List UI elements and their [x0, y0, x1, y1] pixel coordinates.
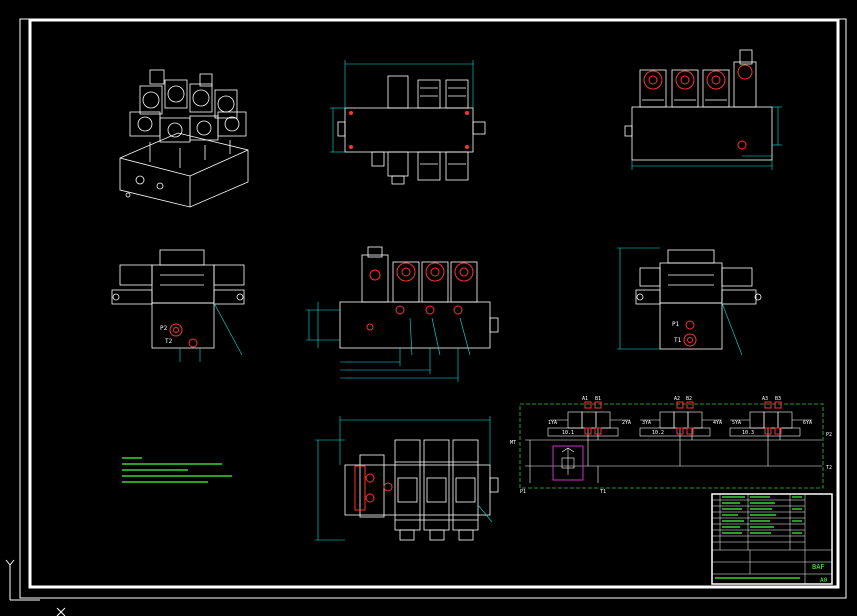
front-left-port-t: T2: [165, 338, 173, 345]
front-left-port-p: P2: [160, 325, 168, 332]
front-left-view: P2 T2: [111, 249, 245, 362]
schematic-coil-3: 3YA: [642, 420, 651, 426]
schematic-port-p1: P1: [520, 489, 526, 495]
front-center-manifold: [339, 301, 491, 349]
schematic-port-mt: MT: [510, 440, 516, 446]
schematic-port-b1: B1: [595, 396, 601, 402]
side-view-manifold: [631, 106, 773, 161]
schematic-port-b2: B2: [686, 396, 692, 402]
schematic-coil-5: 5YA: [732, 420, 741, 426]
schematic-section-3: 10.3: [742, 430, 754, 436]
drawing-frame: [19, 18, 847, 599]
schematic-section-1: 10.1: [562, 430, 574, 436]
schematic-port-a3: A3: [762, 396, 768, 402]
isometric-view: [119, 69, 249, 208]
hydraulic-schematic: 10.1 10.2 10.3 1YA 2YA 3YA 4YA 5YA 6YA A…: [510, 396, 832, 495]
top-view-manifold: [344, 107, 474, 153]
title-block-sheet-size: A0: [820, 577, 828, 584]
schematic-port-b3: B3: [775, 396, 781, 402]
schematic-port-p2: P2: [826, 432, 832, 438]
schematic-coil-2: 2YA: [622, 420, 631, 426]
relief-valve-symbol: [552, 445, 584, 481]
ucs-icon-bottom: [56, 607, 66, 616]
schematic-coil-1: 1YA: [548, 420, 557, 426]
ucs-icon-left: [5, 559, 40, 601]
front-right-view: P1 T1: [617, 247, 762, 356]
front-center-view: [306, 246, 499, 382]
schematic-coil-6: 6YA: [803, 420, 812, 426]
bottom-view-manifold: [344, 464, 491, 516]
front-right-port-t: T1: [674, 337, 682, 344]
front-right-port-p: P1: [672, 321, 680, 328]
side-view: [624, 49, 782, 170]
title-block-drawing-code: BAF: [812, 563, 825, 571]
bottom-view: [315, 416, 499, 541]
front-right-valve-body: [659, 262, 723, 304]
schematic-port-a2: A2: [674, 396, 680, 402]
schematic-boundary: [519, 403, 824, 489]
top-view: [330, 60, 486, 185]
schematic-port-t2: T2: [826, 465, 832, 471]
technical-notes: [122, 457, 232, 483]
schematic-port-a1: A1: [582, 396, 588, 402]
front-left-valve-body: [151, 264, 215, 304]
title-block: BAF A0: [711, 493, 833, 585]
schematic-coil-4: 4YA: [713, 420, 722, 426]
schematic-section-2: 10.2: [652, 430, 664, 436]
schematic-port-t1: T1: [600, 489, 606, 495]
inner-border: [28, 18, 840, 589]
